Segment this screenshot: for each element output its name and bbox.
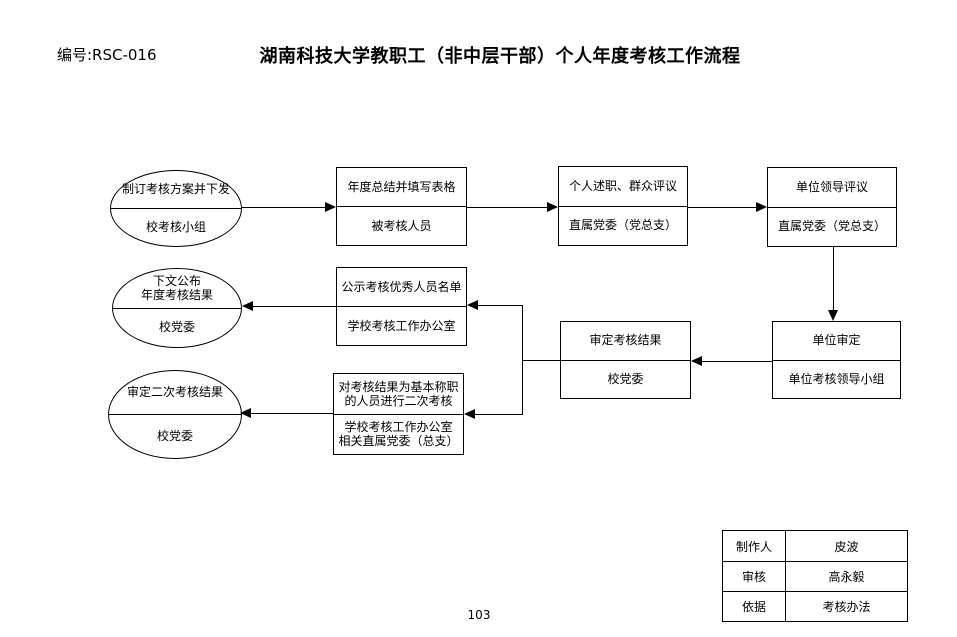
node-owner-label: 校党委 (113, 307, 241, 348)
node-owner-label: 校党委 (109, 414, 241, 458)
node-approve-second-results: 审定二次考核结果 校党委 (108, 370, 242, 459)
node-action-text: 个人述职、群众评议 (568, 178, 677, 193)
connector-branch-to-second-assessment (474, 414, 523, 415)
arrowhead-left-icon (464, 409, 475, 419)
arrowhead-right-icon (325, 202, 336, 212)
node-owner-text: 校党委 (607, 371, 644, 386)
node-action-text: 审定二次考核结果 (126, 385, 223, 399)
node-owner-text-line2: 相关直属党委（总支） (338, 434, 459, 449)
connector-publicize-to-announce (252, 306, 336, 307)
info-table: 制作人 皮波 审核 高永毅 依据 考核办法 (722, 530, 908, 622)
info-table-label-reviewer: 审核 (723, 561, 785, 591)
node-annual-summary: 年度总结并填写表格 被考核人员 (336, 167, 467, 246)
node-owner-text: 直属党委（党总支） (568, 218, 677, 233)
connector-summary-to-report (467, 207, 548, 208)
info-table-value-basis: 考核办法 (785, 591, 907, 621)
node-owner-text: 被考核人员 (371, 218, 432, 233)
arrowhead-right-icon (756, 202, 767, 212)
node-unit-approval: 单位审定 单位考核领导小组 (772, 321, 901, 399)
node-action-label: 对考核结果为基本称职 的人员进行二次考核 (334, 374, 463, 414)
node-owner-text: 校党委 (158, 320, 195, 335)
arrowhead-down-icon (828, 310, 838, 321)
arrowhead-left-icon (242, 301, 253, 311)
node-owner-text: 直属党委（党总支） (777, 219, 886, 234)
node-owner-label: 直属党委（党总支） (768, 206, 896, 247)
arrowhead-right-icon (547, 202, 558, 212)
node-owner-text: 学校考核工作办公室 (347, 318, 456, 333)
node-unit-leader-review: 单位领导评议 直属党委（党总支） (767, 167, 897, 247)
node-owner-text: 单位考核领导小组 (788, 371, 885, 386)
node-action-text: 单位审定 (812, 333, 861, 348)
node-owner-text-line1: 学校考核工作办公室 (344, 420, 453, 435)
node-approve-results: 审定考核结果 校党委 (560, 321, 691, 399)
node-action-label: 审定考核结果 (561, 322, 690, 360)
arrowhead-left-icon (240, 408, 251, 418)
node-action-text-line2: 年度考核结果 (140, 288, 213, 303)
arrowhead-left-icon (691, 356, 702, 366)
info-table-label-maker: 制作人 (735, 539, 772, 554)
connector-leader-review-to-unit-approval (833, 247, 834, 311)
doc-number: 编号:RSC-016 (57, 46, 157, 64)
node-action-label: 单位审定 (773, 322, 900, 360)
node-owner-text: 校考核小组 (145, 220, 206, 234)
node-owner-label: 直属党委（党总支） (559, 205, 687, 246)
node-personal-report: 个人述职、群众评议 直属党委（党总支） (558, 166, 688, 246)
node-action-text: 制订考核方案并下发 (121, 182, 230, 196)
node-action-label: 审定二次考核结果 (109, 371, 241, 414)
node-action-text: 年度总结并填写表格 (347, 179, 456, 194)
node-publicize-excellent-list: 公示考核优秀人员名单 学校考核工作办公室 (336, 267, 467, 346)
node-action-label: 年度总结并填写表格 (337, 168, 466, 206)
info-table-value-reviewer: 高永毅 (785, 561, 907, 591)
node-action-text: 公示考核优秀人员名单 (341, 279, 462, 294)
node-action-text: 审定考核结果 (589, 333, 662, 348)
node-owner-label: 学校考核工作办公室 相关直属党委（总支） (334, 413, 463, 455)
page-title: 湖南科技大学教职工（非中层干部）个人年度考核工作流程 (259, 46, 741, 67)
node-owner-label: 校考核小组 (111, 208, 241, 246)
node-action-label: 下文公布 年度考核结果 (113, 269, 241, 308)
node-action-text: 单位领导评议 (795, 179, 868, 194)
node-action-label: 公示考核优秀人员名单 (337, 268, 466, 306)
node-owner-label: 被考核人员 (337, 206, 466, 245)
node-owner-text: 校党委 (156, 429, 193, 443)
info-table-label-basis: 依据 (723, 591, 785, 621)
node-second-assessment: 对考核结果为基本称职 的人员进行二次考核 学校考核工作办公室 相关直属党委（总支… (333, 373, 464, 455)
connector-unit-approval-to-approve-results (701, 361, 772, 362)
node-owner-label: 校党委 (561, 359, 690, 399)
node-action-text-line1: 对考核结果为基本称职 (338, 379, 459, 394)
node-owner-label: 单位考核领导小组 (773, 359, 900, 399)
node-action-text-line2: 的人员进行二次考核 (344, 393, 453, 408)
info-table-value-maker: 皮波 (785, 531, 907, 561)
connector-report-to-leader-review (688, 207, 757, 208)
connector-branch-to-publicize (477, 305, 523, 306)
node-owner-label: 学校考核工作办公室 (337, 306, 466, 345)
page-number: 103 (467, 608, 491, 622)
node-action-label: 单位领导评议 (768, 168, 896, 207)
node-formulate-plan: 制订考核方案并下发 校考核小组 (110, 170, 242, 247)
connector-second-assessment-to-approve-second (250, 413, 333, 414)
node-action-label: 制订考核方案并下发 (111, 171, 241, 208)
node-action-label: 个人述职、群众评议 (559, 167, 687, 206)
connector-plan-to-summary (242, 207, 326, 208)
node-announce-results: 下文公布 年度考核结果 校党委 (112, 268, 242, 348)
connector-approve-results-branch (522, 360, 560, 361)
connector-branch-vertical (522, 305, 523, 415)
arrowhead-left-icon (467, 300, 478, 310)
node-action-text-line1: 下文公布 (152, 274, 201, 289)
